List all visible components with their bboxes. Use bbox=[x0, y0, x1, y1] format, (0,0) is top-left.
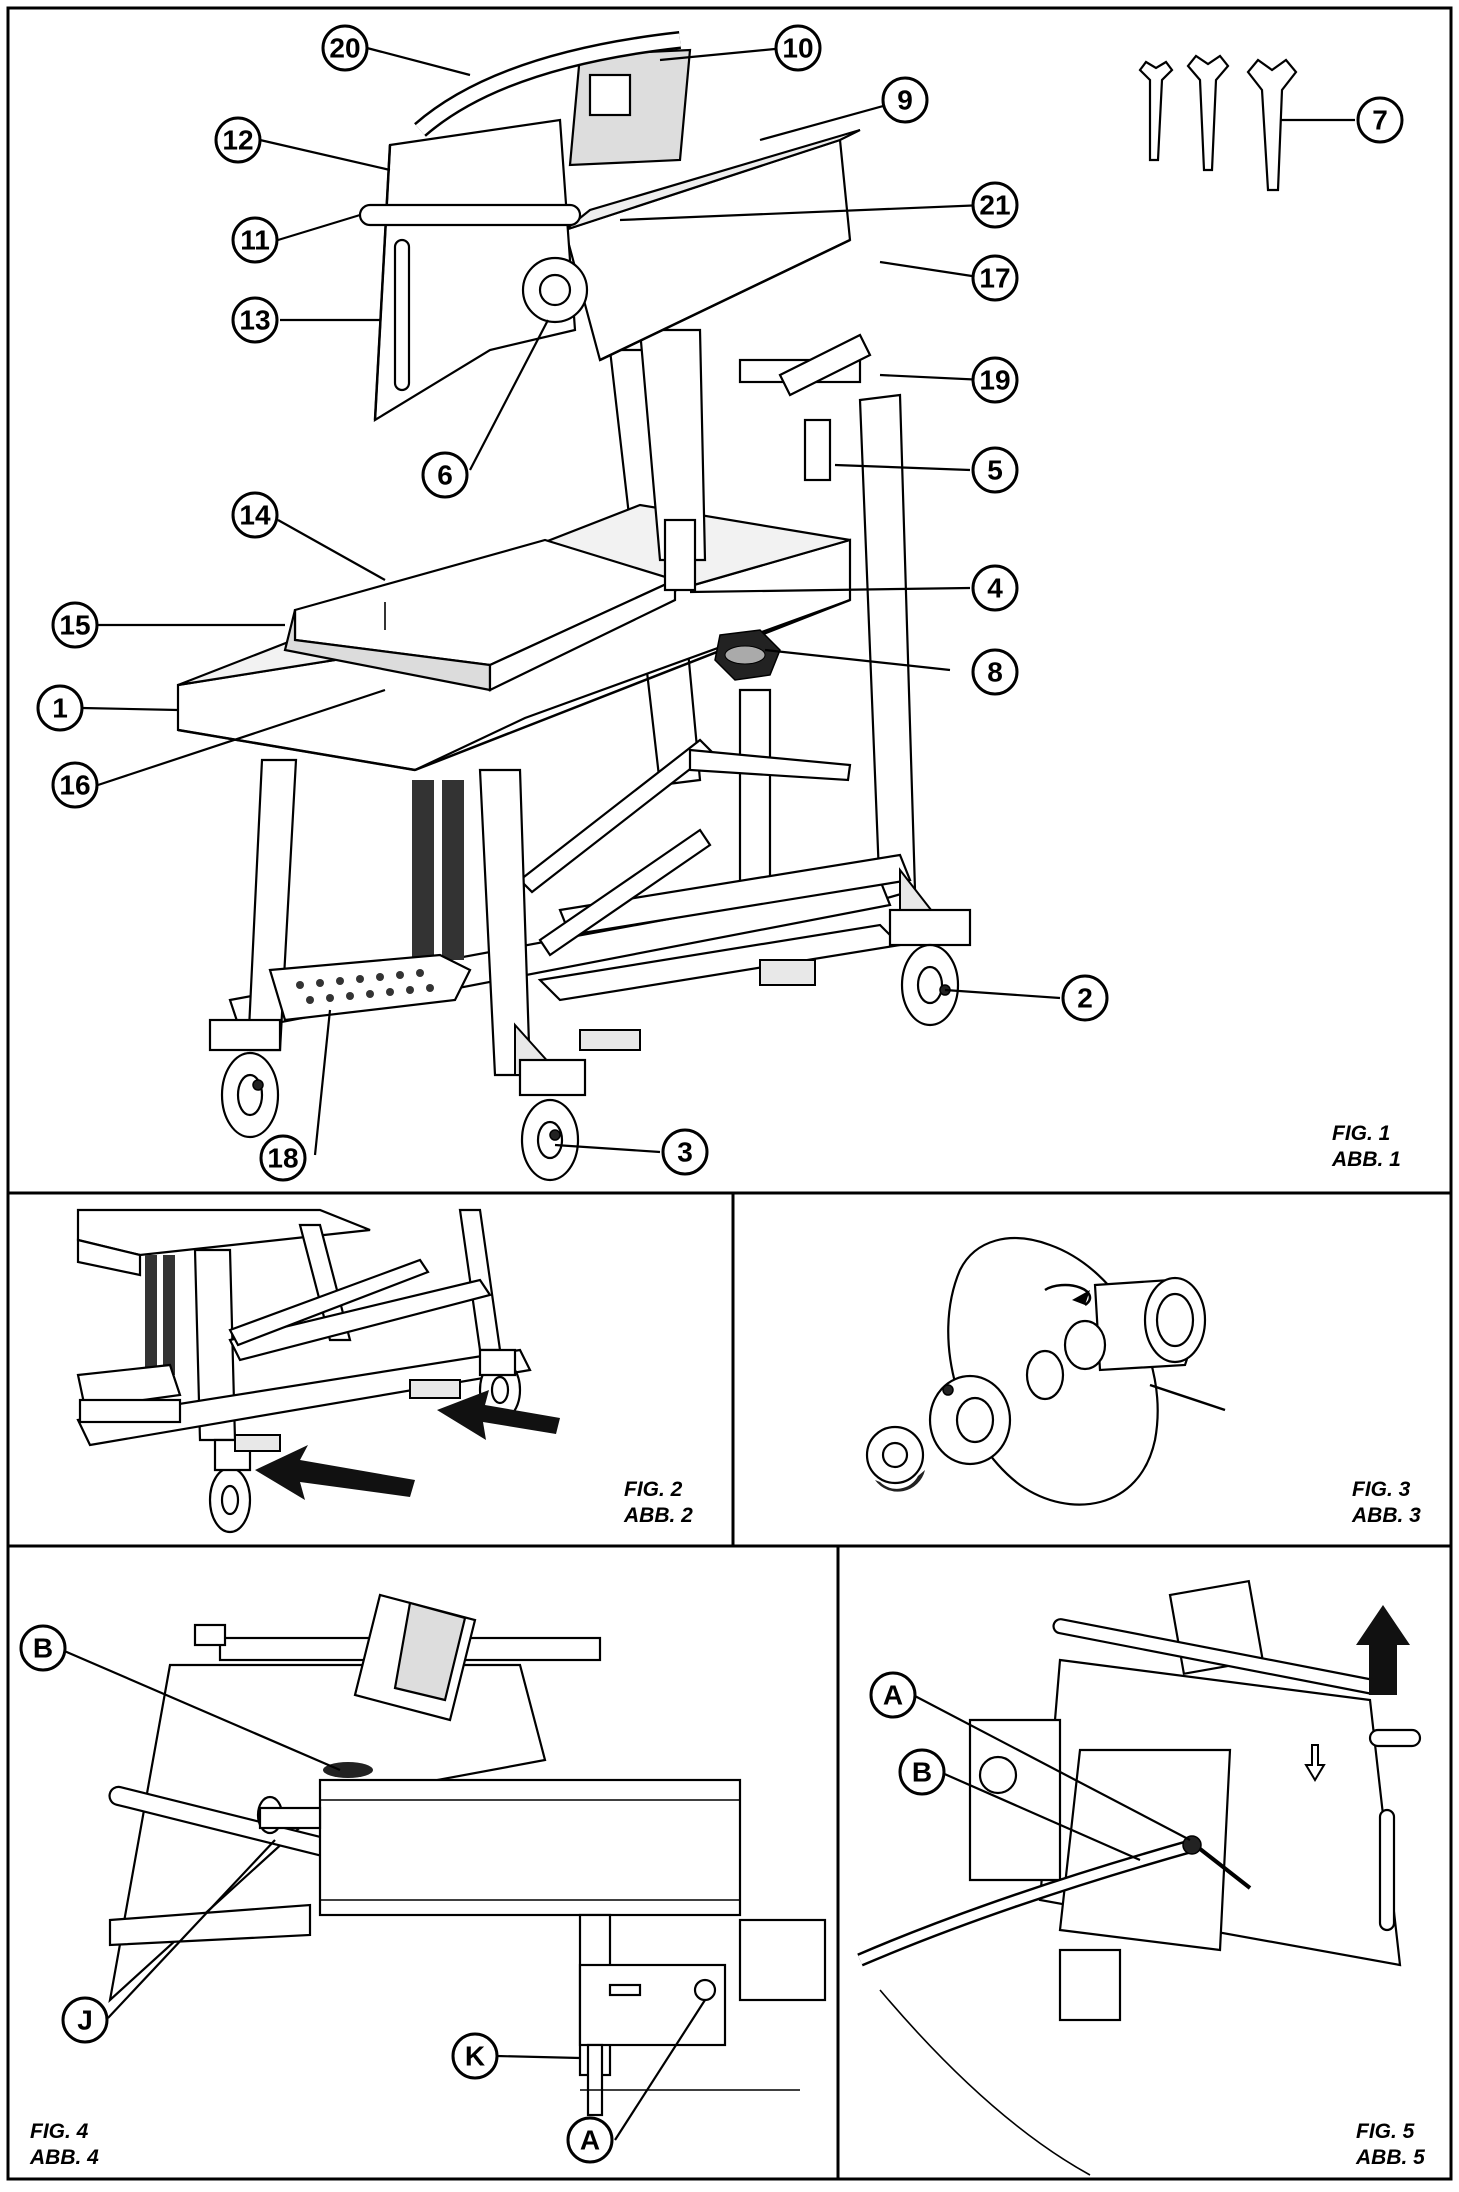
callout-14: 14 bbox=[231, 491, 279, 539]
panel-frames bbox=[6, 6, 1453, 2181]
fig1-callouts: 1 2 3 4 5 6 7 8 9 10 11 12 13 14 15 16 1… bbox=[36, 24, 1404, 1182]
callout-15: 15 bbox=[51, 601, 99, 649]
svg-text:8: 8 bbox=[987, 657, 1003, 688]
svg-text:21: 21 bbox=[979, 190, 1010, 221]
fig5-caption-line2: ABB. 5 bbox=[1355, 2146, 1425, 2169]
svg-text:17: 17 bbox=[979, 263, 1010, 294]
callout-8: 8 bbox=[971, 648, 1019, 696]
svg-text:13: 13 bbox=[239, 305, 270, 336]
callout-21: 21 bbox=[971, 181, 1019, 229]
callout-1: 1 bbox=[36, 684, 84, 732]
svg-text:B: B bbox=[912, 1757, 932, 1788]
fig3-caption-line1: FIG. 3 bbox=[1352, 1478, 1411, 1501]
callout-5: 5 bbox=[971, 446, 1019, 494]
callout-fig4-b: B bbox=[19, 1624, 67, 1672]
svg-text:7: 7 bbox=[1372, 105, 1388, 136]
callout-7: 7 bbox=[1356, 96, 1404, 144]
callout-16: 16 bbox=[51, 761, 99, 809]
callout-20: 20 bbox=[321, 24, 369, 72]
callout-fig5-a: A bbox=[869, 1671, 917, 1719]
callout-9: 9 bbox=[881, 76, 929, 124]
fig5-caption: FIG. 5 ABB. 5 bbox=[1355, 2120, 1425, 2169]
svg-text:3: 3 bbox=[677, 1137, 693, 1168]
fig5-leaders bbox=[912, 1694, 1191, 1862]
callout-6: 6 bbox=[421, 451, 469, 499]
callout-10: 10 bbox=[774, 24, 822, 72]
fig1-machine-drawing bbox=[176, 31, 1298, 1182]
fig4-leaders bbox=[61, 1648, 706, 2141]
svg-text:9: 9 bbox=[897, 85, 913, 116]
svg-text:6: 6 bbox=[437, 460, 453, 491]
callout-19: 19 bbox=[971, 356, 1019, 404]
callout-fig5-b: B bbox=[898, 1748, 946, 1796]
fig4-callouts: B J K A bbox=[19, 1624, 614, 2164]
callout-fig4-j: J bbox=[61, 1996, 109, 2044]
fig2-caption-line2: ABB. 2 bbox=[623, 1504, 693, 1527]
svg-text:19: 19 bbox=[979, 365, 1010, 396]
fig3-caption: FIG. 3 ABB. 3 bbox=[1351, 1478, 1421, 1527]
svg-text:12: 12 bbox=[222, 125, 253, 156]
callout-2: 2 bbox=[1061, 974, 1109, 1022]
svg-text:2: 2 bbox=[1077, 983, 1093, 1014]
callout-18: 18 bbox=[259, 1134, 307, 1182]
svg-text:K: K bbox=[465, 2041, 485, 2072]
fig5-caption-line1: FIG. 5 bbox=[1356, 2120, 1415, 2143]
fig4-caption-line2: ABB. 4 bbox=[29, 2146, 99, 2169]
callout-17: 17 bbox=[971, 254, 1019, 302]
svg-text:4: 4 bbox=[987, 573, 1003, 604]
svg-text:10: 10 bbox=[782, 33, 813, 64]
fig4-caption: FIG. 4 ABB. 4 bbox=[29, 2120, 99, 2169]
fig4-caption-line1: FIG. 4 bbox=[30, 2120, 89, 2143]
svg-text:B: B bbox=[33, 1633, 53, 1664]
fig2-caption-line1: FIG. 2 bbox=[624, 1478, 683, 1501]
svg-text:20: 20 bbox=[329, 33, 360, 64]
callout-13: 13 bbox=[231, 296, 279, 344]
callout-fig4-a: A bbox=[566, 2116, 614, 2164]
svg-text:5: 5 bbox=[987, 455, 1003, 486]
svg-text:A: A bbox=[580, 2125, 600, 2156]
fig2-caption: FIG. 2 ABB. 2 bbox=[623, 1478, 693, 1527]
svg-text:1: 1 bbox=[52, 693, 68, 724]
svg-text:11: 11 bbox=[240, 225, 270, 256]
fig2-drawing bbox=[76, 1208, 560, 1534]
svg-text:J: J bbox=[77, 2005, 93, 2036]
fig3-caption-line2: ABB. 3 bbox=[1351, 1504, 1421, 1527]
callout-fig4-k: K bbox=[451, 2032, 499, 2080]
callout-11: 11 bbox=[231, 216, 279, 264]
fig1-leaders bbox=[81, 46, 1355, 1156]
fig1-caption-line1: FIG. 1 bbox=[1332, 1122, 1390, 1145]
svg-text:18: 18 bbox=[267, 1143, 298, 1174]
fig1-caption: FIG. 1 ABB. 1 bbox=[1331, 1122, 1401, 1171]
callout-4: 4 bbox=[971, 564, 1019, 612]
fig1-caption-line2: ABB. 1 bbox=[1331, 1148, 1401, 1171]
fig4-drawing bbox=[108, 1593, 827, 2117]
svg-text:14: 14 bbox=[239, 500, 271, 531]
svg-text:A: A bbox=[883, 1680, 903, 1711]
fig3-drawing bbox=[865, 1237, 1226, 1506]
svg-text:15: 15 bbox=[59, 610, 90, 641]
callout-12: 12 bbox=[214, 116, 262, 164]
callout-3: 3 bbox=[661, 1128, 709, 1176]
fig5-drawing bbox=[857, 1579, 1422, 2176]
fig5-callouts: A B bbox=[869, 1671, 946, 1796]
svg-text:16: 16 bbox=[59, 770, 90, 801]
